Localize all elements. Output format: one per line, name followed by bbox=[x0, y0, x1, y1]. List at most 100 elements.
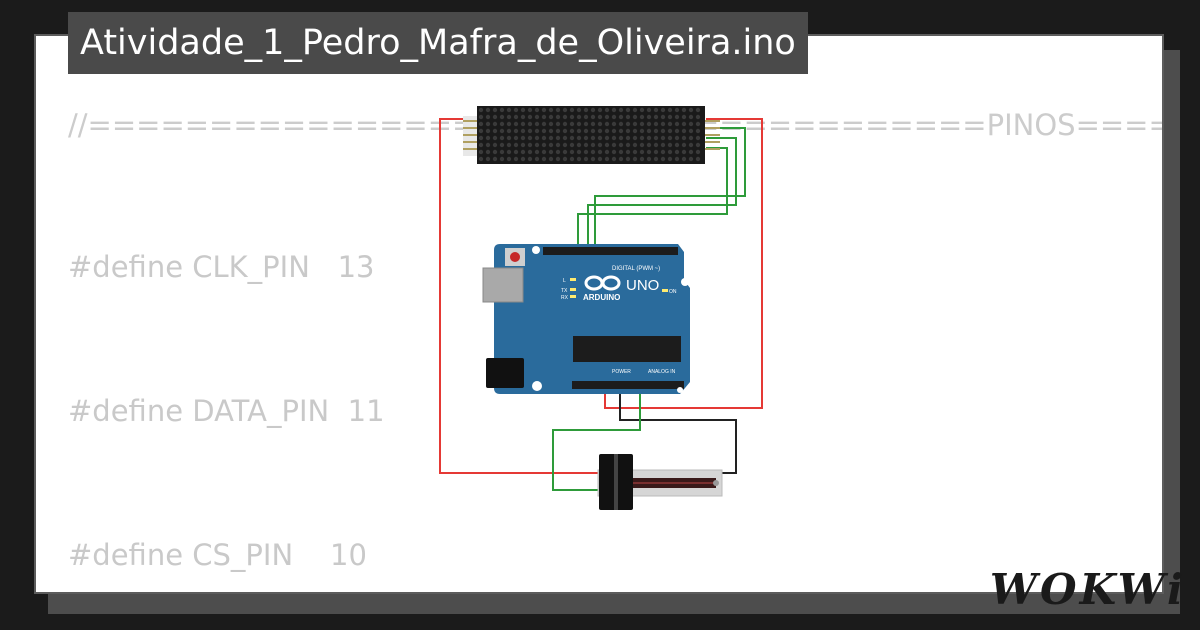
matrix-led bbox=[555, 128, 561, 134]
code-line-data: #define DATA_PIN 11 bbox=[68, 394, 385, 428]
matrix-led bbox=[604, 114, 610, 120]
matrix-led bbox=[583, 142, 589, 148]
matrix-led bbox=[639, 149, 645, 155]
matrix-led bbox=[492, 107, 498, 113]
matrix-led bbox=[590, 135, 596, 141]
matrix-led bbox=[674, 121, 680, 127]
matrix-led bbox=[569, 107, 575, 113]
matrix-led bbox=[653, 156, 659, 162]
matrix-led bbox=[478, 156, 484, 162]
matrix-led bbox=[534, 156, 540, 162]
matrix-led bbox=[506, 121, 512, 127]
digital-label: DIGITAL (PWM ~) bbox=[612, 266, 660, 272]
usb-port bbox=[482, 267, 524, 303]
matrix-led bbox=[506, 114, 512, 120]
matrix-led bbox=[632, 142, 638, 148]
matrix-led bbox=[562, 142, 568, 148]
matrix-led bbox=[625, 149, 631, 155]
matrix-led bbox=[646, 128, 652, 134]
led-matrix bbox=[463, 106, 720, 164]
matrix-led bbox=[576, 156, 582, 162]
matrix-led bbox=[625, 142, 631, 148]
matrix-led bbox=[527, 156, 533, 162]
matrix-led bbox=[492, 142, 498, 148]
matrix-led bbox=[513, 107, 519, 113]
matrix-led bbox=[688, 156, 694, 162]
matrix-led bbox=[506, 142, 512, 148]
matrix-led bbox=[583, 128, 589, 134]
matrix-led bbox=[492, 128, 498, 134]
matrix-led bbox=[527, 128, 533, 134]
matrix-led bbox=[534, 149, 540, 155]
matrix-led bbox=[653, 142, 659, 148]
matrix-led bbox=[632, 114, 638, 120]
matrix-led bbox=[576, 142, 582, 148]
matrix-led bbox=[604, 128, 610, 134]
matrix-led bbox=[688, 114, 694, 120]
matrix-led bbox=[688, 142, 694, 148]
project-title: Atividade_1_Pedro_Mafra_de_Oliveira.ino bbox=[68, 12, 808, 74]
matrix-led bbox=[681, 142, 687, 148]
matrix-led bbox=[646, 114, 652, 120]
matrix-led bbox=[576, 128, 582, 134]
matrix-led bbox=[527, 135, 533, 141]
matrix-led bbox=[653, 149, 659, 155]
matrix-led bbox=[520, 156, 526, 162]
matrix-led bbox=[527, 114, 533, 120]
matrix-led bbox=[534, 121, 540, 127]
matrix-led bbox=[625, 107, 631, 113]
matrix-led bbox=[499, 114, 505, 120]
matrix-led bbox=[695, 156, 701, 162]
matrix-led bbox=[646, 149, 652, 155]
matrix-led bbox=[478, 128, 484, 134]
matrix-led bbox=[548, 107, 554, 113]
matrix-led bbox=[688, 121, 694, 127]
matrix-led bbox=[527, 149, 533, 155]
matrix-led bbox=[604, 149, 610, 155]
matrix-led bbox=[527, 121, 533, 127]
matrix-led bbox=[548, 149, 554, 155]
matrix-led bbox=[583, 156, 589, 162]
matrix-led bbox=[695, 121, 701, 127]
matrix-led bbox=[660, 114, 666, 120]
matrix-led bbox=[618, 114, 624, 120]
matrix-led bbox=[611, 107, 617, 113]
matrix-led bbox=[499, 149, 505, 155]
matrix-led bbox=[646, 142, 652, 148]
matrix-led bbox=[632, 121, 638, 127]
matrix-led bbox=[541, 156, 547, 162]
matrix-led bbox=[597, 128, 603, 134]
matrix-led bbox=[499, 135, 505, 141]
matrix-led bbox=[660, 107, 666, 113]
matrix-led bbox=[499, 107, 505, 113]
matrix-led bbox=[625, 128, 631, 134]
matrix-led bbox=[597, 142, 603, 148]
matrix-led bbox=[555, 149, 561, 155]
matrix-led bbox=[639, 135, 645, 141]
matrix-led bbox=[618, 156, 624, 162]
wokwi-logo[interactable]: WOKWi bbox=[989, 565, 1186, 614]
analog-label: ANALOG IN bbox=[648, 369, 676, 375]
board-model: UNO bbox=[626, 277, 659, 294]
digital-header bbox=[543, 247, 678, 255]
matrix-led bbox=[548, 128, 554, 134]
matrix-led bbox=[527, 107, 533, 113]
matrix-led bbox=[625, 135, 631, 141]
matrix-led bbox=[583, 107, 589, 113]
matrix-led bbox=[653, 128, 659, 134]
matrix-led bbox=[695, 128, 701, 134]
matrix-led bbox=[478, 135, 484, 141]
matrix-led bbox=[548, 135, 554, 141]
matrix-led bbox=[590, 128, 596, 134]
matrix-led bbox=[576, 121, 582, 127]
matrix-led bbox=[695, 135, 701, 141]
matrix-led bbox=[534, 107, 540, 113]
matrix-led bbox=[569, 121, 575, 127]
matrix-led bbox=[625, 114, 631, 120]
slide-potentiometer[interactable] bbox=[597, 454, 723, 510]
matrix-led bbox=[604, 135, 610, 141]
matrix-led bbox=[499, 121, 505, 127]
matrix-led bbox=[611, 156, 617, 162]
matrix-led bbox=[639, 107, 645, 113]
matrix-led bbox=[590, 114, 596, 120]
